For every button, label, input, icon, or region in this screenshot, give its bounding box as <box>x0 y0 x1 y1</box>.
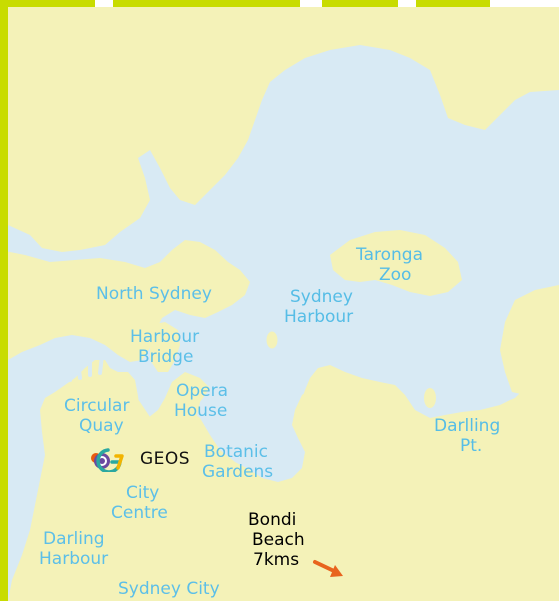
city-land <box>20 378 559 601</box>
label-harbour-bridge-1: Harbour <box>130 327 200 347</box>
arrow-southeast-icon <box>313 560 343 577</box>
taronga-land <box>330 230 462 296</box>
geos-logo-icon <box>94 448 124 472</box>
label-7kms: 7kms <box>253 550 300 570</box>
label-circular: Circular <box>64 396 130 416</box>
label-centre: Centre <box>111 503 168 523</box>
north-sydney-land <box>0 240 250 362</box>
top-border <box>0 0 559 7</box>
island <box>265 330 279 350</box>
label-taronga: Taronga <box>356 245 423 265</box>
label-sydney: Sydney <box>290 287 353 307</box>
label-botanic: Botanic <box>204 442 268 462</box>
left-border <box>0 0 8 601</box>
harbour-water <box>0 45 559 601</box>
label-house: House <box>174 401 228 421</box>
wharf-piers <box>54 354 104 387</box>
geos-logo: GEOS <box>90 446 190 472</box>
label-opera: Opera <box>176 381 229 401</box>
label-zoo: Zoo <box>379 265 412 285</box>
label-sydney-city: Sydney City <box>118 579 220 599</box>
label-darling: Darling <box>43 529 105 549</box>
label-harbour: Harbour <box>284 307 354 327</box>
island-east <box>424 388 436 408</box>
label-darling-harbour: Harbour <box>39 549 109 569</box>
north-shore-land <box>0 0 559 225</box>
label-harbour-bridge-2: Bridge <box>138 347 194 367</box>
label-north-sydney: North Sydney <box>96 284 212 304</box>
label-gardens: Gardens <box>202 462 274 482</box>
label-bondi: Bondi <box>248 510 297 530</box>
label-darlling: Darlling <box>434 416 501 436</box>
label-quay: Quay <box>79 416 124 436</box>
label-beach: Beach <box>252 530 305 550</box>
geos-logo-text: GEOS <box>140 449 191 469</box>
kirribilli-land <box>150 322 180 372</box>
darlling-point-land <box>500 285 559 395</box>
label-city: City <box>126 483 160 503</box>
label-pt: Pt. <box>460 436 483 456</box>
